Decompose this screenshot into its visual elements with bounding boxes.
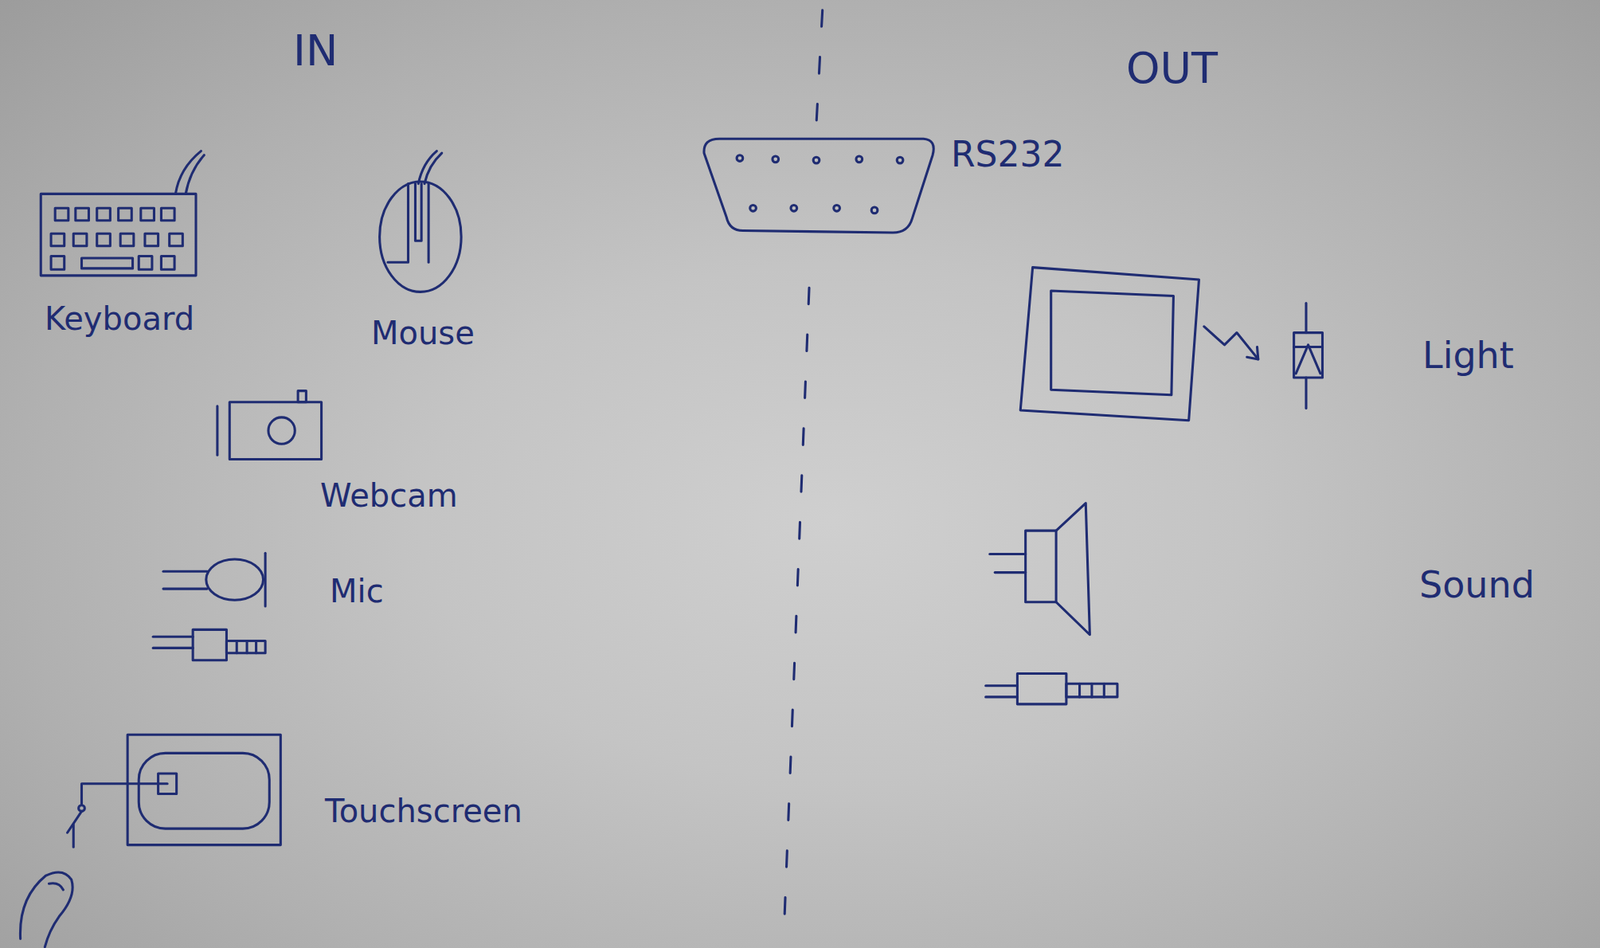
column-heading: OUT: [1126, 44, 1218, 92]
plug-icon: [152, 629, 266, 660]
monitor-icon: [1020, 267, 1199, 421]
diode-symbol: [1294, 302, 1323, 408]
device-label: Webcam: [320, 477, 458, 513]
device-label: Sound: [1419, 564, 1535, 606]
column-heading: IN: [293, 27, 338, 75]
rs232-connector: [704, 138, 934, 233]
divider-line: [783, 10, 823, 939]
plug-icon: [985, 672, 1118, 704]
speaker-icon: [989, 503, 1091, 635]
device-label: Light: [1422, 335, 1514, 376]
device-label: Keyboard: [44, 301, 195, 337]
connector-label: RS232: [950, 135, 1065, 174]
touchscreen-icon: [19, 734, 281, 947]
keyboard-icon: [40, 151, 204, 276]
mouse-icon: [379, 151, 462, 293]
webcam-icon: [217, 391, 322, 460]
light-arrow: [1204, 326, 1259, 360]
device-label: Mouse: [371, 315, 475, 351]
device-label: Mic: [329, 573, 384, 609]
mic-icon: [163, 552, 266, 607]
device-label: Touchscreen: [324, 793, 523, 829]
